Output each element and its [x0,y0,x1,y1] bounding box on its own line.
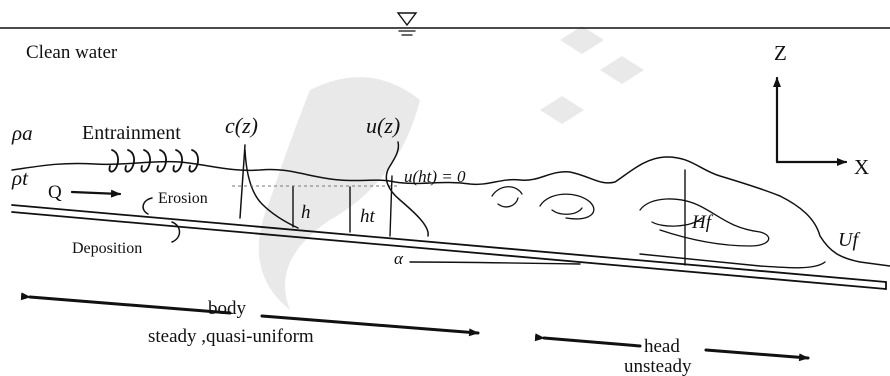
h-t-label: ht [360,206,376,227]
watermark [258,26,644,310]
q-label: Q [48,182,62,203]
alpha-reference-line [409,261,581,265]
head-extent-arrow [534,333,810,362]
height-markers [292,175,393,237]
h-f-label: Hf [691,212,714,233]
head-lower-boundary [639,253,826,269]
head-description: unsteady [624,356,692,376]
alpha-label: α [394,249,404,268]
head-billows [491,186,770,247]
rho-a-label: ρa [11,121,33,145]
u-z-label: u(z) [366,113,400,138]
h-label: h [301,202,311,223]
rho-t-label: ρt [11,166,29,190]
q-arrow [70,189,122,198]
deposition-arrow-icon [171,221,181,243]
u-ht-zero-label: u(ht) = 0 [404,167,466,186]
c-z-label: c(z) [225,113,258,138]
entrainment-curl-icons [108,149,199,173]
head-label: head [644,336,680,357]
clean-water-label: Clean water [26,42,118,63]
current-interface-line [11,156,890,267]
axis-x-label: X [854,155,869,179]
axis-z-label: Z [774,41,787,65]
body-label: body [208,298,247,319]
water-level-icon [396,12,418,36]
deposition-label: Deposition [72,240,142,257]
concentration-profile [239,144,299,229]
coordinate-axes: Z X [773,41,869,179]
sloping-bed [11,204,887,290]
body-extent-arrow [20,292,480,337]
entrainment-label: Entrainment [82,122,181,144]
body-description: steady ,quasi-uniform [148,326,314,347]
erosion-label: Erosion [158,190,208,207]
u-f-label: Uf [838,229,860,251]
erosion-arrow-icon [142,197,153,215]
velocity-profile [385,141,429,237]
